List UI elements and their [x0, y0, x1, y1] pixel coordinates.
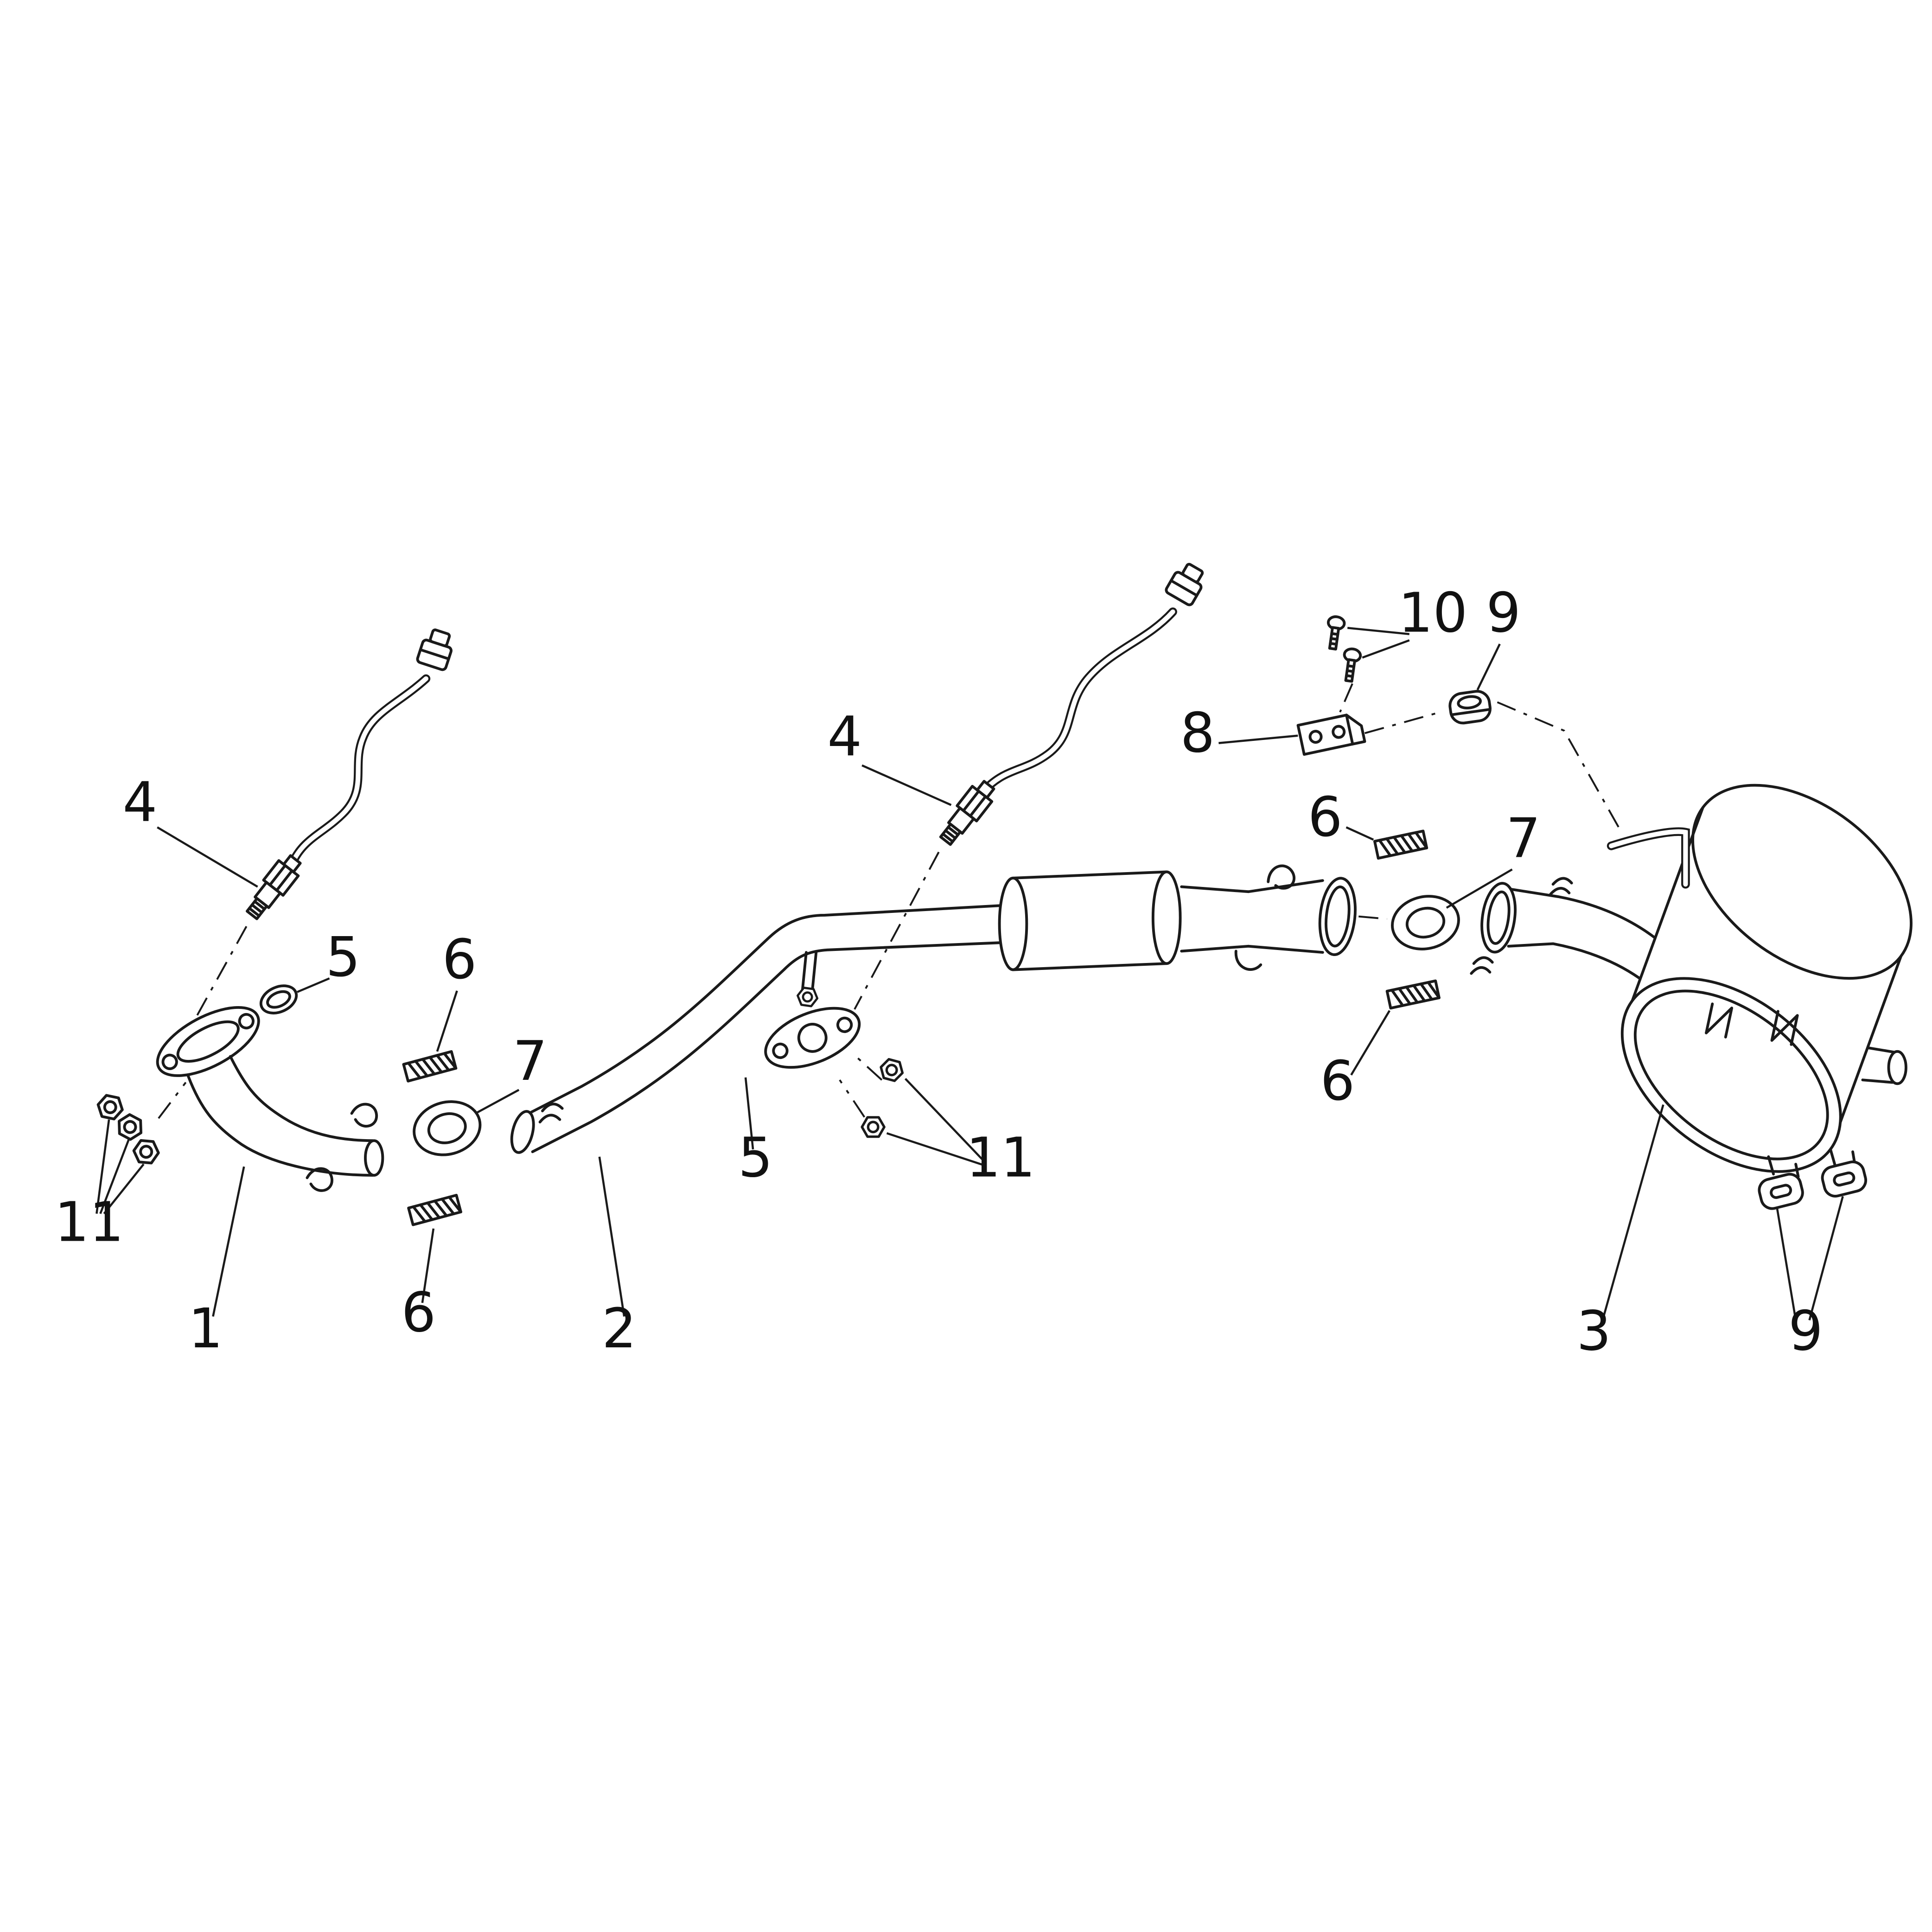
vent-slot — [1705, 1002, 1734, 1039]
seal-ring-rear — [1387, 890, 1463, 955]
oxygen-sensor-rear — [854, 560, 1209, 1010]
callout-label: 5 — [738, 1126, 773, 1190]
callout-2: 2 — [598, 1156, 637, 1360]
callout-11-middle: 11 — [886, 1078, 1036, 1190]
sensor-connector — [416, 627, 456, 670]
mount-bracket — [1296, 714, 1366, 756]
middle-flange-plate — [764, 1007, 861, 1069]
spring-rear-lower — [1387, 981, 1439, 1008]
bracket-bolts — [1325, 616, 1361, 713]
callout-6-rear-upper: 6 — [1308, 785, 1374, 849]
callout-label: 7 — [513, 1029, 548, 1093]
callout-10: 10 — [1347, 581, 1468, 659]
callout-label: 5 — [326, 925, 361, 989]
front-flange — [156, 1006, 260, 1077]
callout-8: 8 — [1180, 701, 1298, 765]
callout-label: 2 — [602, 1297, 637, 1360]
bolt — [1341, 648, 1361, 682]
nut — [114, 1112, 146, 1142]
callout-label: 6 — [1320, 1049, 1355, 1113]
sensor-connector — [1165, 560, 1209, 606]
front-exhaust-pipe — [156, 1006, 384, 1192]
callout-label: 11 — [966, 1126, 1036, 1190]
callout-label: 9 — [1486, 581, 1521, 644]
callout-5-front: 5 — [297, 925, 361, 993]
spring-rear-upper — [1375, 831, 1427, 858]
callout-label: 9 — [1788, 1300, 1823, 1363]
callout-11-front: 11 — [55, 1119, 145, 1254]
hanger-rod — [1607, 827, 1690, 889]
nut — [96, 1094, 125, 1121]
callout-6-rear-lower: 6 — [1320, 1010, 1390, 1113]
callout-4-front: 4 — [122, 771, 258, 888]
callout-6-front-upper: 6 — [436, 928, 477, 1052]
callout-label: 6 — [1308, 785, 1343, 849]
callout-5-middle: 5 — [738, 1077, 773, 1190]
callout-1: 1 — [188, 1166, 245, 1360]
alignment-line — [1365, 711, 1441, 734]
callout-3: 3 — [1576, 1104, 1664, 1363]
callout-label: 10 — [1398, 581, 1468, 644]
sensor-body — [242, 852, 305, 923]
callout-label: 6 — [401, 1281, 436, 1344]
alignment-line — [1497, 701, 1620, 828]
bolt — [1325, 616, 1345, 650]
callout-label: 1 — [188, 1297, 223, 1360]
muffler — [1607, 784, 1913, 1211]
callout-label: 4 — [827, 705, 862, 768]
callout-9-lower: 9 — [1776, 1196, 1844, 1363]
gasket-front — [259, 984, 298, 1014]
middle-pipe-catalyst — [510, 864, 1387, 1154]
callout-label: 6 — [442, 928, 477, 991]
rubber-mount — [1820, 1160, 1868, 1199]
callout-label: 11 — [55, 1190, 124, 1254]
callout-7-rear: 7 — [1446, 806, 1541, 909]
nut — [879, 1058, 905, 1082]
stud-nut — [797, 987, 818, 1007]
spring-front-upper — [403, 1052, 456, 1081]
callout-4-rear: 4 — [827, 705, 952, 806]
flange-nuts-middle — [839, 1054, 905, 1137]
rubber-mount — [1757, 1172, 1805, 1211]
sensor-body — [936, 778, 999, 848]
callout-label: 7 — [1506, 806, 1541, 870]
nut — [862, 1117, 884, 1137]
oxygen-sensor-front — [195, 627, 456, 1019]
callout-7-front: 7 — [475, 1029, 548, 1115]
callout-6-front-lower: 6 — [401, 1228, 436, 1344]
vent-slot — [1770, 1010, 1799, 1046]
muffler-inlet-pipe — [1470, 877, 1656, 980]
callout-9-upper: 9 — [1476, 581, 1521, 690]
callout-label: 3 — [1576, 1300, 1611, 1363]
callout-label: 8 — [1180, 701, 1215, 765]
spring-front-lower — [408, 1195, 461, 1225]
nut — [133, 1140, 159, 1164]
callout-label: 4 — [122, 771, 157, 834]
rubber-grommet-upper — [1448, 690, 1492, 725]
flange-nuts-front — [96, 1082, 187, 1164]
seal-ring-front — [408, 1095, 486, 1162]
